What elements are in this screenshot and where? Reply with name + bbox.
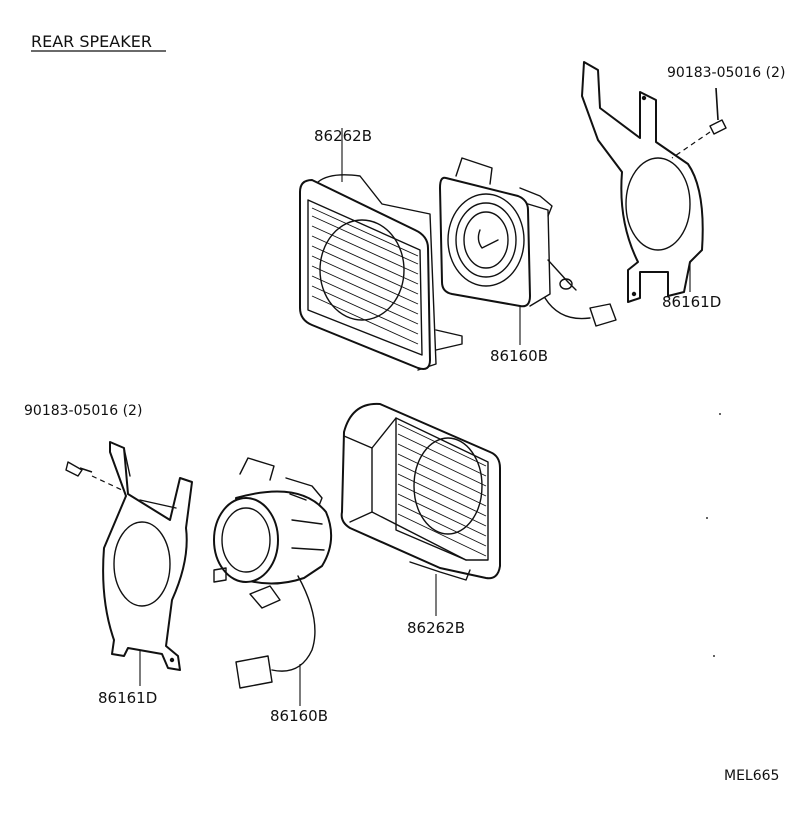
label-upper-grille: 86262B (314, 127, 372, 145)
label-lower-speaker: 86160B (270, 707, 328, 725)
label-lower-grille: 86262B (407, 619, 465, 637)
lower-bracket (102, 441, 193, 686)
title-block: REAR SPEAKER (31, 32, 166, 52)
label-upper-screw: 90183-05016 (2) (667, 65, 785, 81)
upper-bracket (581, 61, 704, 303)
label-upper-speaker: 86160B (490, 347, 548, 365)
label-upper-bracket: 86161D (662, 293, 721, 311)
scan-specks (706, 413, 721, 657)
lower-grille (340, 402, 501, 616)
lower-screw (65, 461, 123, 491)
label-lower-bracket: 86161D (98, 689, 157, 707)
upper-screw (671, 87, 727, 159)
label-lower-screw: 90183-05016 (2) (24, 403, 142, 419)
part-labels: 86262B 86160B 86161D 90183-05016 (2) 901… (24, 65, 785, 784)
diagram-code: MEL665 (724, 768, 779, 784)
diagram-title: REAR SPEAKER (31, 32, 152, 51)
upper-speaker (439, 157, 617, 345)
upper-grille (299, 128, 463, 371)
lower-speaker (213, 457, 333, 706)
